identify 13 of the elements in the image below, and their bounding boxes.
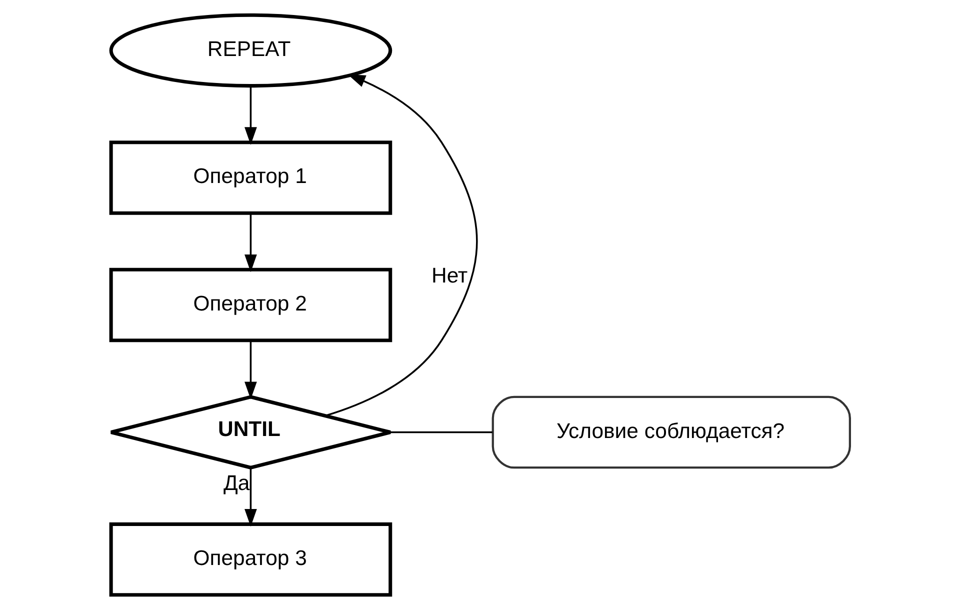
node-box: Оператор 3	[108, 522, 392, 597]
node-box: Условие соблюдается?	[491, 396, 850, 469]
connector	[390, 431, 492, 434]
node-diamond: UNTIL	[108, 395, 392, 470]
node-box: Оператор 1	[108, 140, 392, 215]
edge-label: Да	[222, 472, 250, 496]
arrow	[244, 468, 256, 527]
arrow	[324, 74, 478, 417]
arrow	[244, 340, 256, 400]
node-box: Оператор 2	[108, 268, 392, 342]
arrow	[244, 213, 256, 272]
arrow	[244, 86, 256, 145]
edge-label: Нет	[431, 264, 468, 288]
